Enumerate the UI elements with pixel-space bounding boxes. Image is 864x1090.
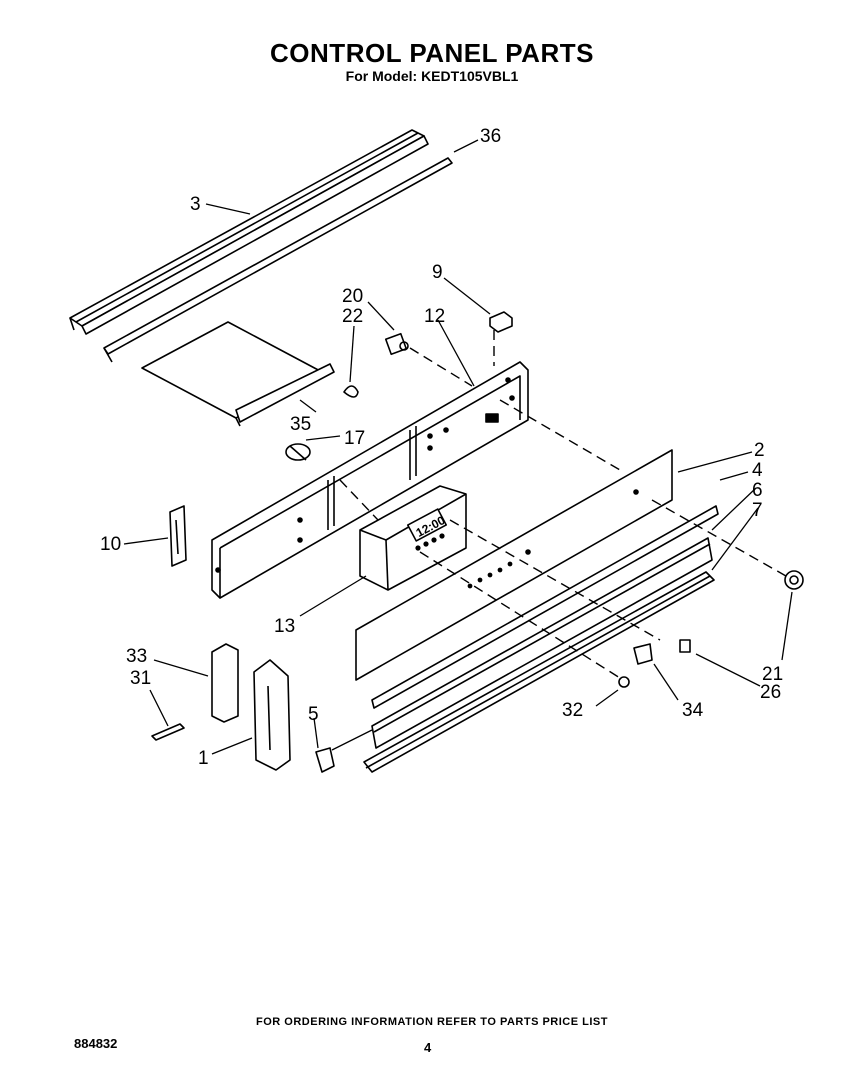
callout-5: 5 xyxy=(308,704,319,725)
callout-7: 7 xyxy=(752,500,763,521)
callout-21: 21 xyxy=(762,664,783,685)
part-9-clip xyxy=(489,311,513,333)
part-1-end-cap xyxy=(253,659,291,771)
callout-26: 26 xyxy=(760,682,781,703)
part-20-switch xyxy=(384,332,409,356)
callout-1: 1 xyxy=(198,748,209,769)
callout-22: 22 xyxy=(342,306,363,327)
callout-33: 33 xyxy=(126,646,147,667)
callout-3: 3 xyxy=(190,194,201,215)
part-31-clip xyxy=(151,723,185,741)
part-3-top-trim xyxy=(69,129,429,335)
page-title: CONTROL PANEL PARTS xyxy=(270,38,594,68)
part-17-thermostat xyxy=(285,443,311,461)
part-6-trim-strip xyxy=(371,537,713,749)
callout-10: 10 xyxy=(100,534,121,555)
part-33-end-panel xyxy=(211,643,239,723)
part-36-thin-strip xyxy=(103,157,453,363)
part-21-knob xyxy=(784,570,804,590)
callout-32: 32 xyxy=(562,700,583,721)
part-5-bracket xyxy=(315,747,335,773)
assembly-lines xyxy=(339,330,787,679)
callout-labels: 36 3 9 20 22 12 2 4 6 7 35 17 10 13 21 2… xyxy=(100,126,783,769)
part-4-trim-strip xyxy=(371,505,719,709)
callout-4: 4 xyxy=(752,460,763,481)
callout-6: 6 xyxy=(752,480,763,501)
page-number: 4 xyxy=(424,1040,432,1055)
callout-31: 31 xyxy=(130,668,151,689)
part-2-front-panel xyxy=(355,449,673,681)
callout-36: 36 xyxy=(480,126,501,147)
model-subtitle: For Model: KEDT105VBL1 xyxy=(345,68,519,84)
part-12-console-bracket xyxy=(211,361,529,599)
callout-2: 2 xyxy=(754,440,765,461)
ordering-note: FOR ORDERING INFORMATION REFER TO PARTS … xyxy=(256,1016,608,1028)
callout-9: 9 xyxy=(432,262,443,283)
part-32-screw xyxy=(618,676,630,688)
callout-12: 12 xyxy=(424,306,445,327)
callout-34: 34 xyxy=(682,700,704,721)
callout-13: 13 xyxy=(274,616,295,637)
part-35-sheet xyxy=(141,321,335,427)
document-number: 884832 xyxy=(74,1036,118,1051)
callout-20: 20 xyxy=(342,286,363,307)
part-26-spring xyxy=(679,639,691,653)
part-34-clip xyxy=(633,643,653,665)
callout-17: 17 xyxy=(344,428,365,449)
leader-lines xyxy=(123,139,793,755)
part-13-clock-module: 12:00 xyxy=(359,485,467,591)
part-22-knob-clip xyxy=(343,385,359,398)
callout-35: 35 xyxy=(290,414,311,435)
part-10-bracket xyxy=(169,505,187,567)
part-7-trim-strip xyxy=(363,571,715,773)
